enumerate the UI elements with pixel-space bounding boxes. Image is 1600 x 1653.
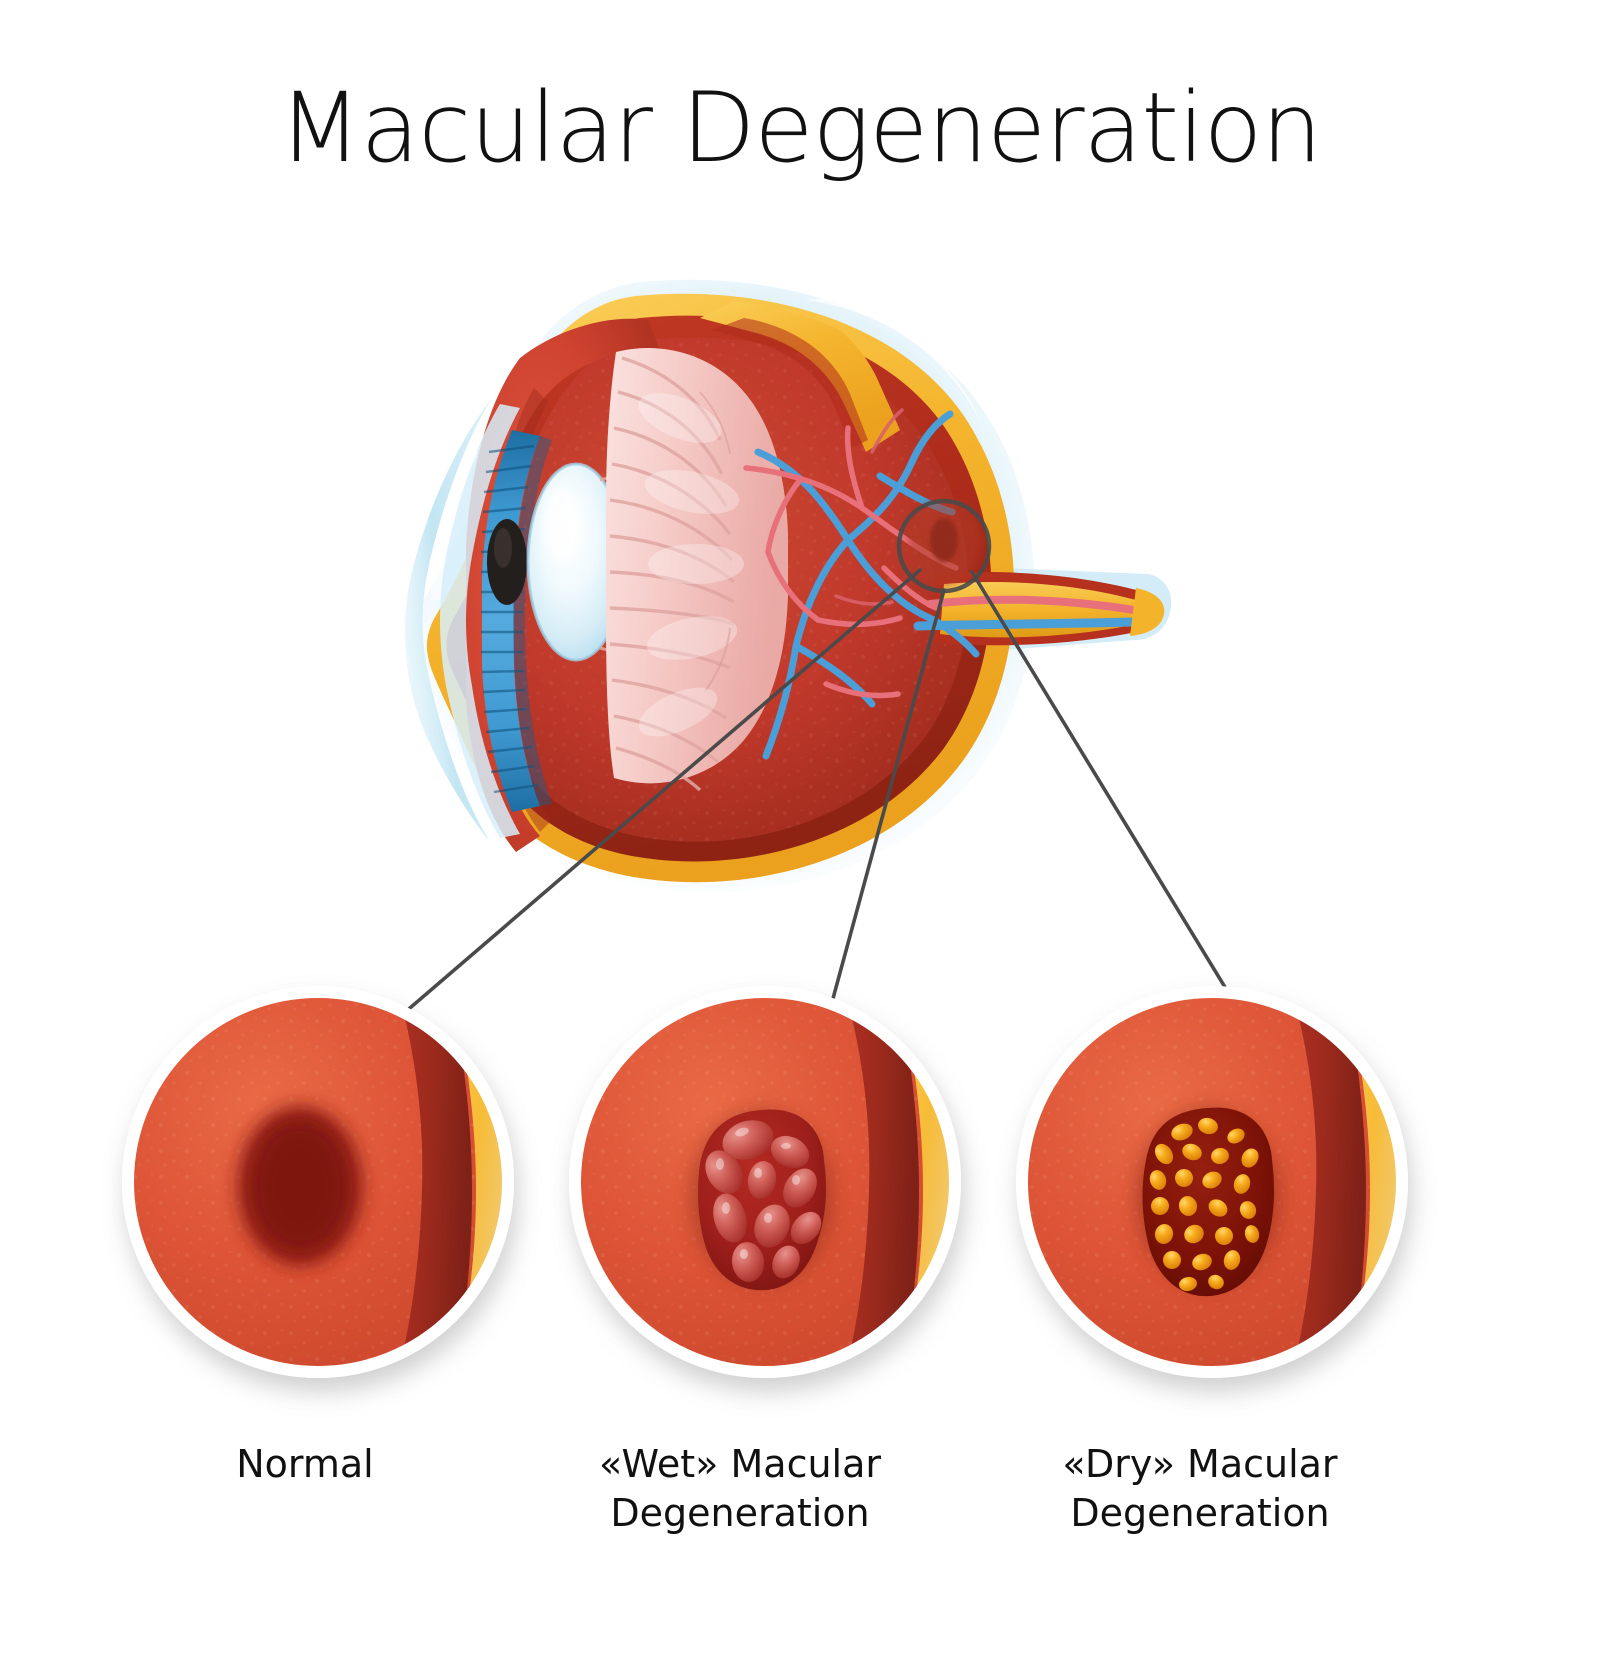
inset-wet[interactable]: [569, 984, 967, 1382]
caption-dry-line2: Degeneration: [1070, 1490, 1330, 1535]
caption-dry: «Dry» Macular Degeneration: [980, 1440, 1420, 1537]
leader-line-wet: [823, 588, 946, 1030]
ciliary-processes: [609, 356, 736, 792]
caption-normal: Normal: [85, 1440, 525, 1489]
cornea: [405, 398, 520, 842]
caption-normal-line1: Normal: [236, 1442, 374, 1486]
leader-lines: [380, 568, 1247, 1034]
ciliary-body: [606, 348, 788, 792]
drusen-deposits: [1149, 1117, 1260, 1292]
caption-wet-line2: Degeneration: [610, 1490, 870, 1535]
caption-wet: «Wet» Macular Degeneration: [520, 1440, 960, 1537]
leader-line-normal: [380, 568, 922, 1034]
pupil: [487, 519, 527, 605]
page-title: Macular Degeneration: [278, 72, 1323, 184]
caption-wet-line1: «Wet» Macular: [598, 1442, 882, 1486]
inset-dry[interactable]: [1016, 984, 1414, 1382]
wet-blisters: [705, 1120, 822, 1282]
macula: [908, 498, 980, 586]
caption-dry-line1: «Dry» Macular: [1062, 1442, 1338, 1486]
sclera-anterior-fold: [700, 297, 900, 452]
ciliary-highlights: [638, 393, 744, 737]
eye-cross-section: [380, 279, 1247, 1034]
inset-normal[interactable]: [122, 984, 520, 1382]
leader-line-dry: [970, 570, 1247, 1022]
